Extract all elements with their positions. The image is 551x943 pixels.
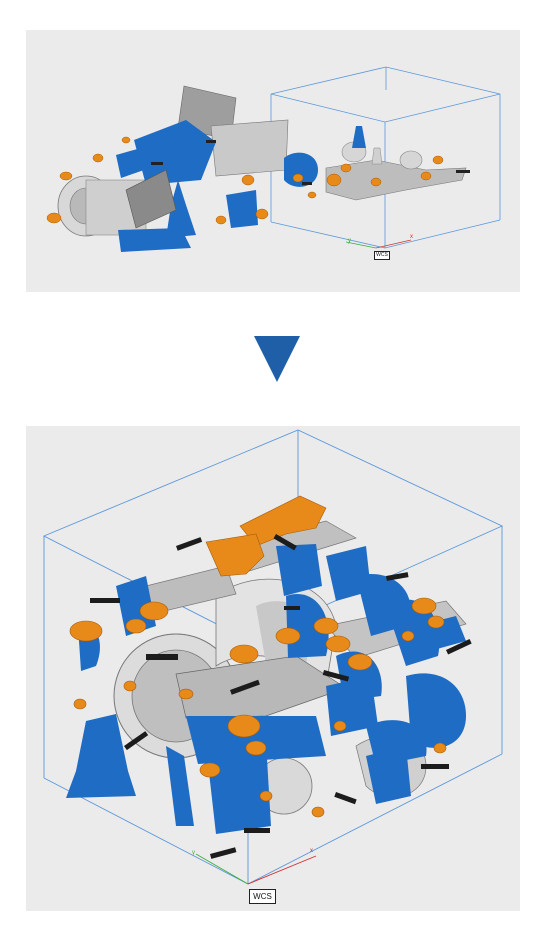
wcs-badge: WCS [374,251,390,260]
scene-before [46,66,501,252]
viewport-before[interactable]: y x WCS [26,30,520,292]
parts-cluster-after [66,495,472,859]
x-axis-label: x [410,234,413,240]
parts-cluster-before [46,85,470,252]
x-axis-line [375,239,412,249]
scene-after [42,429,504,885]
wcs-badge: WCS [249,889,276,904]
y-axis-label: y [192,850,195,856]
y-axis-line [195,853,249,885]
down-triangle-icon [254,336,300,382]
x-axis-line [247,855,317,885]
y-axis-line [345,241,377,249]
x-axis-label: x [310,848,313,854]
y-axis-label: y [348,238,351,244]
viewport-after[interactable]: y x WCS [26,426,520,911]
build-volume-box [270,66,501,249]
